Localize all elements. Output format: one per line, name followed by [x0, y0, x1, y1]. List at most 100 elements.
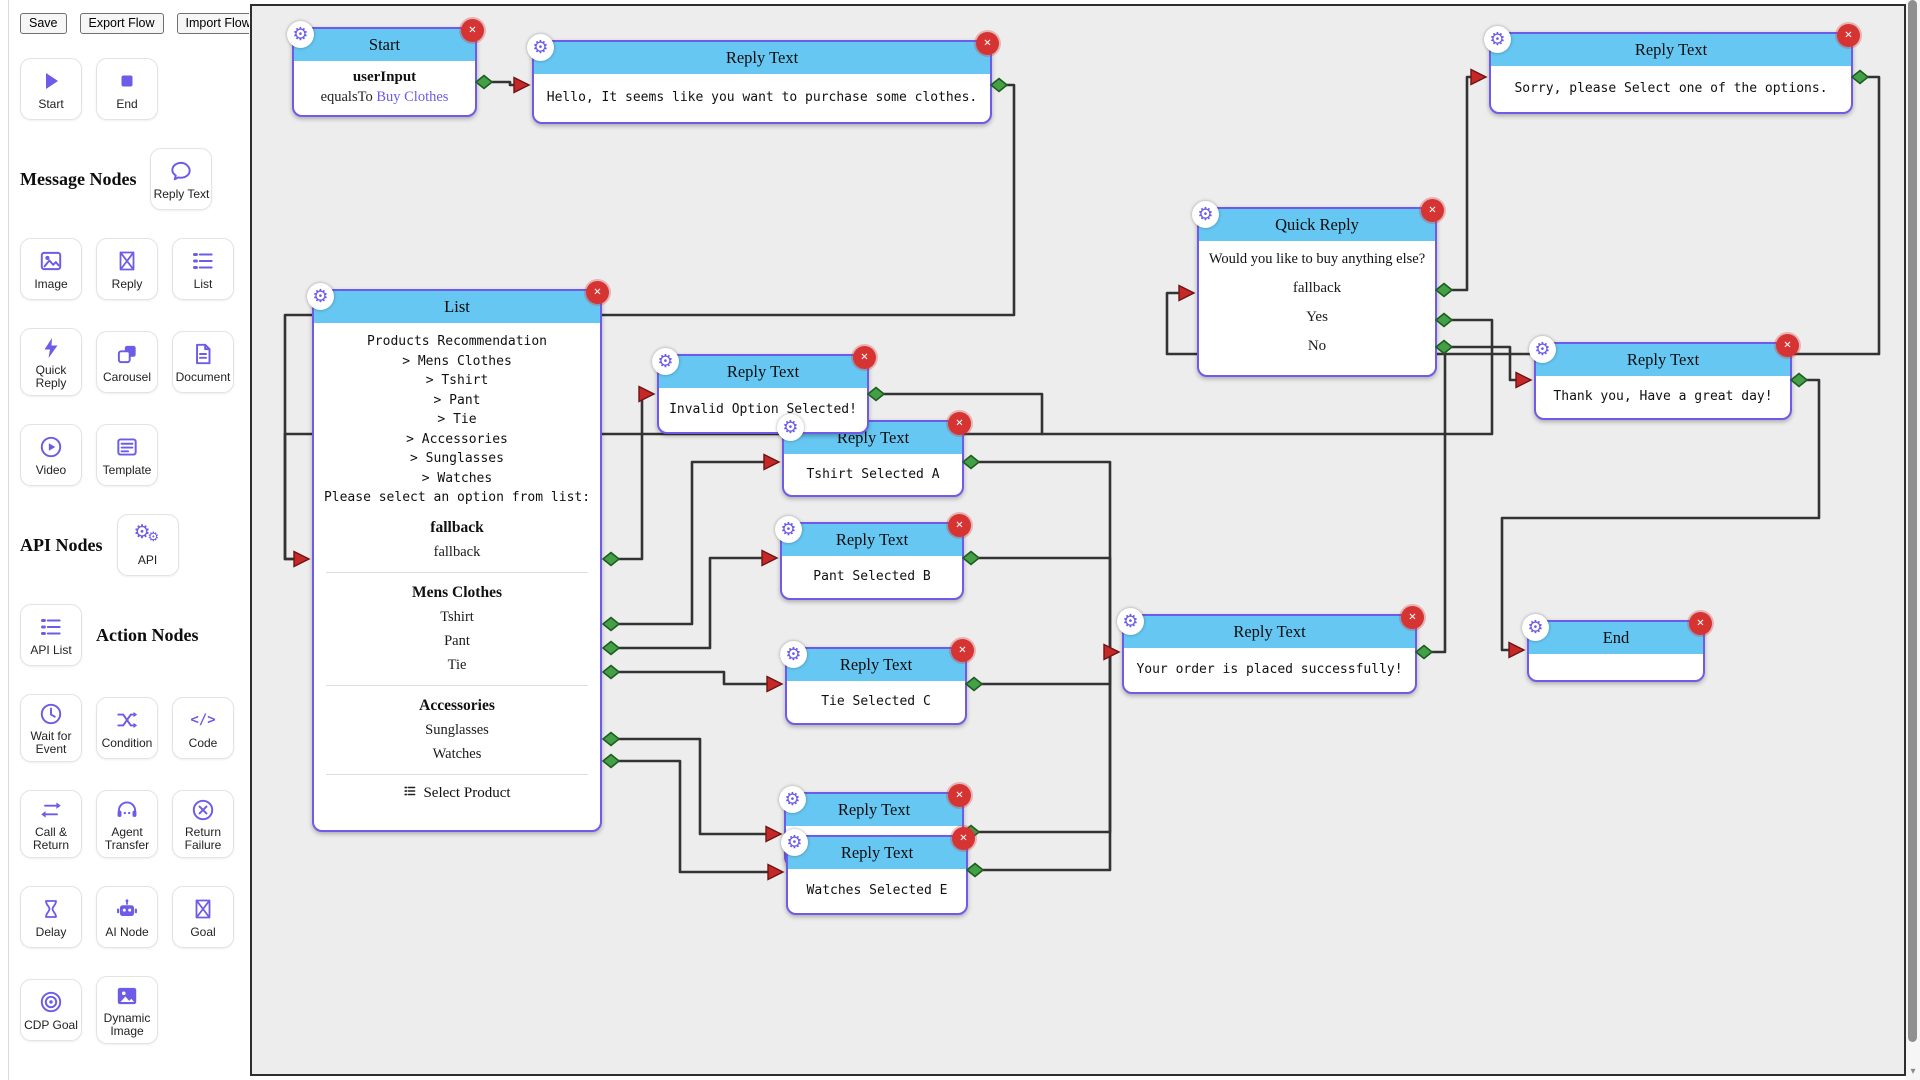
gear-icon[interactable]: ⚙: [781, 829, 808, 856]
save-button[interactable]: Save: [20, 13, 67, 34]
flow-node-watches[interactable]: ⚙Reply Text×Watches Selected E: [781, 827, 975, 915]
flow-node-quick[interactable]: ⚙Quick Reply×Would you like to buy anyth…: [1192, 199, 1444, 377]
input-handle[interactable]: [638, 385, 656, 403]
palette-start[interactable]: Start: [20, 58, 82, 120]
input-handle[interactable]: [763, 453, 781, 471]
gear-icon[interactable]: ⚙: [1117, 608, 1144, 635]
output-handle[interactable]: [964, 676, 984, 692]
gear-icon[interactable]: ⚙: [1522, 614, 1549, 641]
gear-icon[interactable]: ⚙: [527, 34, 554, 61]
flow-node-invalid[interactable]: ⚙Reply Text×Invalid Option Selected!: [652, 346, 876, 434]
flow-node-end[interactable]: ⚙End×: [1522, 612, 1712, 682]
gear-icon[interactable]: ⚙: [1192, 201, 1219, 228]
input-handle[interactable]: [1470, 68, 1488, 86]
palette-dynamic-image[interactable]: Dynamic Image: [96, 976, 158, 1044]
palette-api[interactable]: ⚙⚙API: [116, 514, 179, 576]
gear-icon[interactable]: ⚙: [1529, 336, 1556, 363]
palette-document[interactable]: Document: [172, 331, 234, 393]
palette-call-return[interactable]: Call & Return: [20, 790, 82, 858]
gear-icon[interactable]: ⚙: [777, 414, 804, 441]
input-handle[interactable]: [765, 825, 783, 843]
input-handle[interactable]: [1515, 371, 1533, 389]
close-icon[interactable]: ×: [1401, 606, 1424, 629]
output-handle[interactable]: [989, 77, 1009, 93]
output-handle[interactable]: [1434, 282, 1454, 298]
close-icon[interactable]: ×: [586, 281, 609, 304]
close-icon[interactable]: ×: [976, 32, 999, 55]
palette-wait-for-event[interactable]: Wait for Event: [20, 694, 82, 762]
flow-node-pant[interactable]: ⚙Reply Text×Pant Selected B: [775, 514, 971, 600]
palette-condition[interactable]: Condition: [96, 697, 158, 759]
close-icon[interactable]: ×: [951, 639, 974, 662]
close-icon[interactable]: ×: [461, 19, 484, 42]
output-handle[interactable]: [1850, 69, 1870, 85]
output-handle[interactable]: [1434, 339, 1454, 355]
gear-icon[interactable]: ⚙: [779, 786, 806, 813]
output-handle[interactable]: [961, 550, 981, 566]
export-flow-button[interactable]: Export Flow: [79, 13, 164, 34]
input-handle[interactable]: [766, 675, 784, 693]
palette-template[interactable]: Template: [96, 424, 158, 486]
gear-icon[interactable]: ⚙: [307, 283, 334, 310]
palette-video[interactable]: Video: [20, 424, 82, 486]
scrollbar-down-icon[interactable]: ▾: [1910, 1065, 1916, 1077]
input-handle[interactable]: [1178, 284, 1196, 302]
scrollbar-thumb[interactable]: [1908, 0, 1917, 1042]
palette-api-list[interactable]: API List: [20, 604, 82, 666]
palette-end[interactable]: End: [96, 58, 158, 120]
output-handle[interactable]: [474, 74, 494, 90]
output-handle[interactable]: [1414, 644, 1434, 660]
input-handle[interactable]: [293, 550, 311, 568]
flow-node-thanks[interactable]: ⚙Reply Text×Thank you, Have a great day!: [1529, 334, 1799, 420]
output-handle[interactable]: [961, 454, 981, 470]
output-handle[interactable]: [1434, 312, 1454, 328]
close-icon[interactable]: ×: [1776, 334, 1799, 357]
output-handle[interactable]: [1789, 372, 1809, 388]
close-icon[interactable]: ×: [948, 784, 971, 807]
close-icon[interactable]: ×: [1837, 24, 1860, 47]
close-icon[interactable]: ×: [952, 827, 975, 850]
palette-agent-transfer[interactable]: Agent Transfer: [96, 790, 158, 858]
output-handle[interactable]: [965, 862, 985, 878]
flow-node-sorry[interactable]: ⚙Reply Text×Sorry, please Select one of …: [1484, 24, 1860, 114]
close-icon[interactable]: ×: [948, 514, 971, 537]
input-handle[interactable]: [513, 76, 531, 94]
palette-code[interactable]: </>Code: [172, 697, 234, 759]
palette-reply-text[interactable]: Reply Text: [150, 148, 213, 210]
palette-carousel[interactable]: Carousel: [96, 331, 158, 393]
flow-node-hello[interactable]: ⚙Reply Text×Hello, It seems like you wan…: [527, 32, 999, 124]
flow-node-list[interactable]: ⚙List×Products Recommendation> Mens Clot…: [307, 281, 609, 832]
output-handle[interactable]: [601, 551, 621, 567]
output-handle[interactable]: [601, 616, 621, 632]
close-icon[interactable]: ×: [853, 346, 876, 369]
output-handle[interactable]: [601, 640, 621, 656]
gear-icon[interactable]: ⚙: [780, 641, 807, 668]
gear-icon[interactable]: ⚙: [287, 21, 314, 48]
flow-node-order[interactable]: ⚙Reply Text×Your order is placed success…: [1117, 606, 1424, 694]
vertical-scrollbar[interactable]: ▾: [1906, 0, 1920, 1080]
output-handle[interactable]: [601, 753, 621, 769]
input-handle[interactable]: [761, 549, 779, 567]
gear-icon[interactable]: ⚙: [1484, 26, 1511, 53]
flow-node-tie[interactable]: ⚙Reply Text×Tie Selected C: [780, 639, 974, 725]
palette-list[interactable]: List: [172, 238, 234, 300]
import-flow-button[interactable]: Import Flow: [176, 13, 249, 34]
palette-reply[interactable]: Reply: [96, 238, 158, 300]
palette-cdp-goal[interactable]: CDP Goal: [20, 979, 82, 1041]
palette-goal[interactable]: Goal: [172, 886, 234, 948]
gear-icon[interactable]: ⚙: [775, 516, 802, 543]
close-icon[interactable]: ×: [1689, 612, 1712, 635]
input-handle[interactable]: [767, 863, 785, 881]
palette-ai-node[interactable]: AI Node: [96, 886, 158, 948]
input-handle[interactable]: [1508, 641, 1526, 659]
palette-delay[interactable]: Delay: [20, 886, 82, 948]
gear-icon[interactable]: ⚙: [652, 348, 679, 375]
close-icon[interactable]: ×: [1421, 199, 1444, 222]
palette-image[interactable]: Image: [20, 238, 82, 300]
palette-quick-reply[interactable]: Quick Reply: [20, 328, 82, 396]
palette-return-failure[interactable]: Return Failure: [172, 790, 234, 858]
input-handle[interactable]: [1103, 643, 1121, 661]
output-handle[interactable]: [866, 386, 886, 402]
